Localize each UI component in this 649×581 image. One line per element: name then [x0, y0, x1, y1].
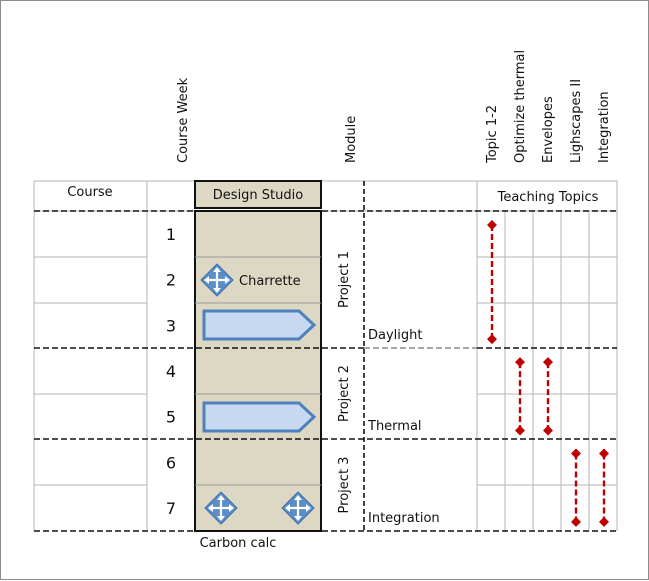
span-end-marker [515, 357, 525, 368]
carbon-calc-label: Carbon calc [200, 536, 277, 551]
topic-span [599, 448, 609, 527]
span-end-marker [515, 425, 525, 436]
course-week-header: Course Week [176, 77, 191, 163]
module-label-daylight: Daylight [368, 328, 422, 343]
span-end-marker [571, 516, 581, 527]
topic-spans [487, 220, 609, 527]
module-boundaries [34, 210, 617, 532]
week-number: 6 [166, 453, 176, 472]
project-labels: Project 1 Project 2 Project 3 [337, 251, 352, 513]
span-end-marker [487, 334, 497, 345]
course-header: Course [67, 185, 112, 200]
span-end-marker [599, 448, 609, 459]
topic-header: Topic 1-2 [485, 105, 500, 164]
week-number: 7 [166, 499, 176, 518]
project-label: Project 3 [337, 457, 352, 514]
week-numbers: 1 2 3 4 5 6 7 [166, 225, 176, 518]
span-end-marker [487, 220, 497, 230]
module-header: Module [344, 116, 359, 163]
module-label-thermal: Thermal [367, 419, 422, 434]
teaching-topics-header: Teaching Topics [497, 190, 599, 205]
topic-span [515, 357, 525, 436]
week-number: 5 [166, 408, 176, 427]
span-end-marker [571, 448, 581, 459]
topic-header: Lighscapes II [569, 79, 584, 163]
module-label-integration: Integration [368, 511, 440, 526]
topic-header: Optimize thermal [513, 50, 528, 163]
design-studio-header: Design Studio [213, 188, 303, 203]
topic-span [571, 448, 581, 527]
topic-span [487, 220, 497, 345]
topic-headers: Topic 1-2 Optimize thermal Envelopes Lighsc… [485, 50, 612, 164]
topic-header: Integration [597, 91, 612, 163]
span-end-marker [599, 516, 609, 527]
week-number: 4 [166, 362, 176, 381]
project-label: Project 2 [337, 365, 352, 422]
week-number: 3 [166, 316, 176, 335]
charrette-label: Charrette [239, 274, 301, 289]
week-number: 2 [166, 271, 176, 290]
studio-arrow-project-1 [202, 309, 317, 341]
span-end-marker [543, 357, 553, 368]
topic-header: Envelopes [541, 96, 556, 163]
design-studio-column [194, 210, 322, 532]
topic-span [543, 357, 553, 436]
week-number: 1 [166, 225, 176, 244]
week-grid [33, 181, 618, 531]
design-studio-header-box [194, 180, 322, 209]
studio-arrow-project-2 [202, 401, 317, 433]
project-label: Project 1 [337, 251, 352, 308]
span-end-marker [543, 425, 553, 436]
